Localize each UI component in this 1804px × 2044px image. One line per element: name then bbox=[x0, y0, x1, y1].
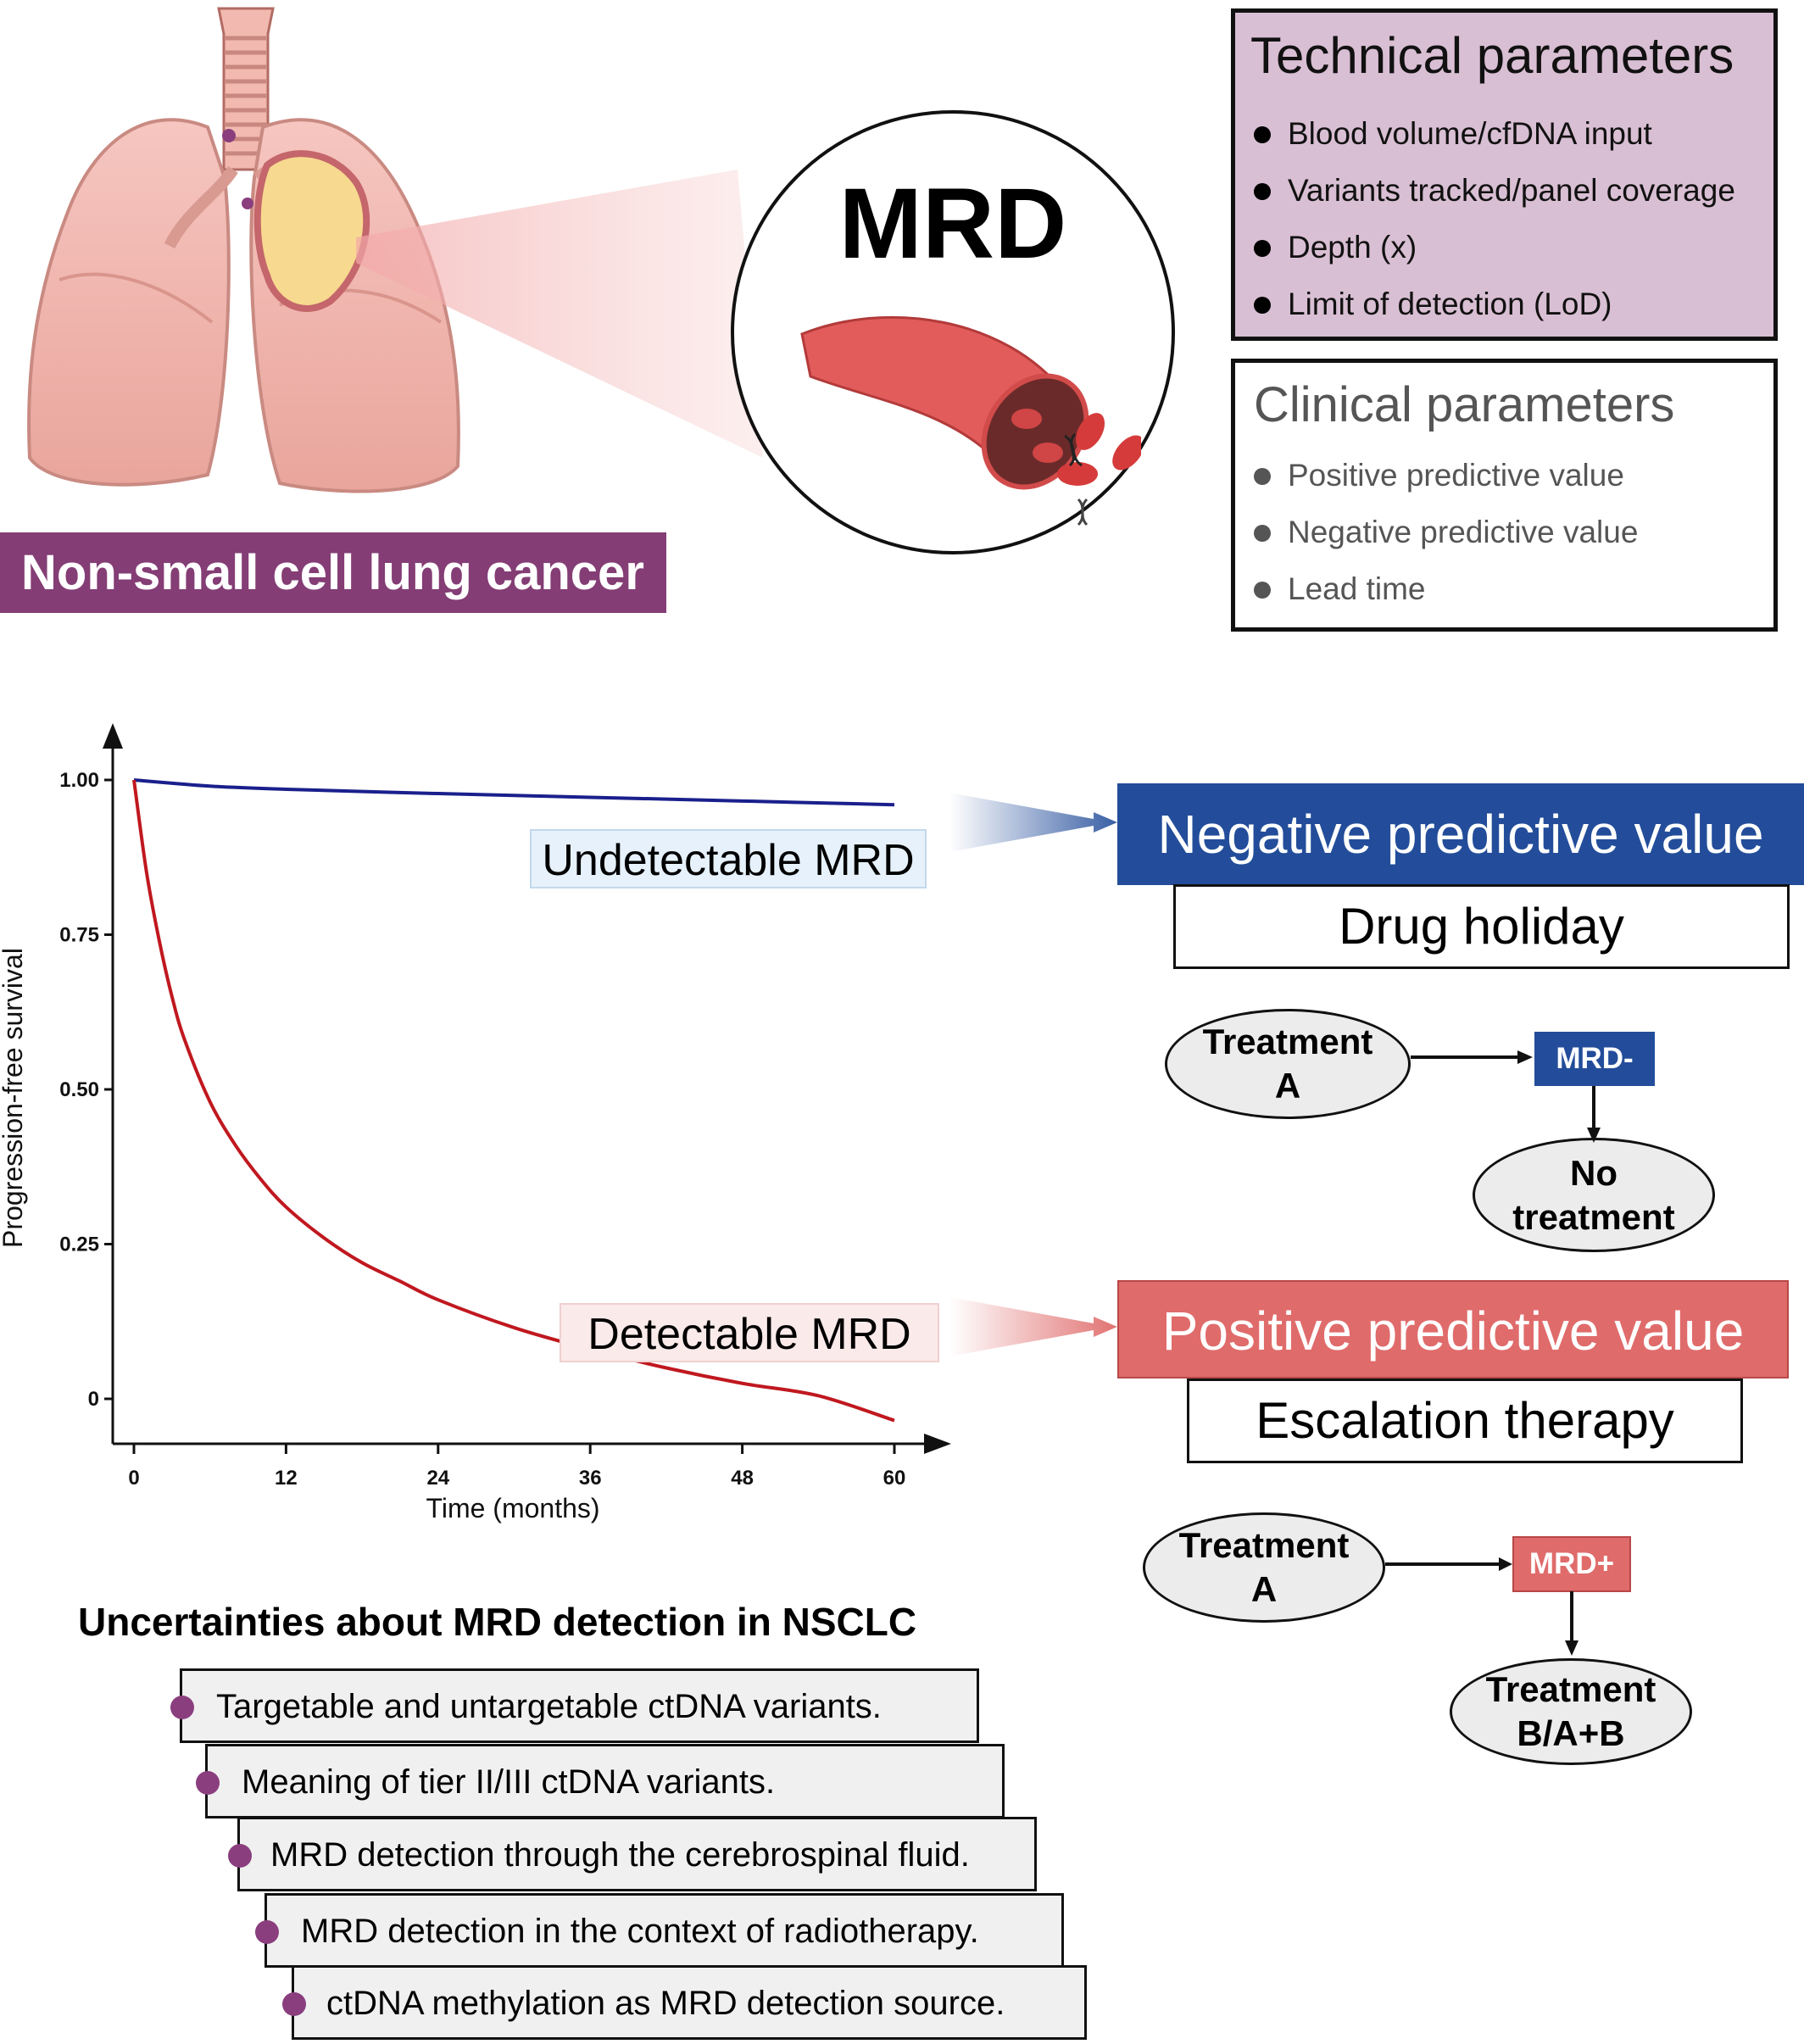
uncertainties-title: Uncertainties about MRD detection in NSC… bbox=[78, 1600, 917, 1644]
y-tick-label: 0.50 bbox=[59, 1078, 99, 1101]
detectable-mrd-curve bbox=[132, 779, 895, 1423]
x-tick-label: 48 bbox=[731, 1467, 754, 1490]
uncertainty-item: Targetable and untargetable ctDNA varian… bbox=[170, 1668, 979, 1743]
clinical-parameter-item: Positive predictive value bbox=[1254, 454, 1638, 511]
ppv-arrow bbox=[949, 1297, 1117, 1356]
y-tick-label: 1.00 bbox=[59, 769, 99, 792]
bullet-dot bbox=[255, 1920, 279, 1944]
clinical-parameter-item: Lead time bbox=[1254, 568, 1638, 625]
technical-parameter-item: Blood volume/cfDNA input bbox=[1254, 113, 1735, 170]
cancer-type-label: Non-small cell lung cancer bbox=[0, 532, 666, 613]
uncertainty-item: ctDNA methylation as MRD detection sourc… bbox=[282, 1965, 1087, 2040]
npv-arrow bbox=[949, 793, 1117, 852]
x-tick-label: 12 bbox=[275, 1467, 298, 1490]
mrd-circle-title: MRD bbox=[838, 168, 1067, 280]
x-axis-title: Time (months) bbox=[426, 1493, 599, 1523]
x-tick-label: 60 bbox=[883, 1467, 906, 1490]
left-lung-shape bbox=[27, 118, 231, 487]
y-axis-title: Progression-free survival bbox=[0, 948, 28, 1248]
x-axis-arrowhead bbox=[924, 1434, 951, 1454]
ppv-flow-arrows bbox=[1385, 1557, 1578, 1656]
uncertainty-item: Meaning of tier II/III ctDNA variants. bbox=[196, 1744, 1005, 1818]
x-tick-label: 0 bbox=[128, 1467, 139, 1490]
y-tick-label: 0.25 bbox=[59, 1234, 99, 1256]
clinical-parameters-title: Clinical parameters bbox=[1254, 377, 1675, 432]
lung-illustration bbox=[27, 7, 460, 493]
drug-holiday-box: Drug holiday bbox=[1173, 884, 1790, 969]
technical-parameters-title: Technical parameters bbox=[1250, 27, 1734, 84]
bullet-dot bbox=[170, 1696, 194, 1719]
zoom-cone bbox=[356, 170, 763, 458]
negative-predictive-value-header: Negative predictive value bbox=[1117, 783, 1804, 885]
uncertainty-item: MRD detection through the cerebrospinal … bbox=[228, 1817, 1037, 1891]
clinical-parameter-item: Negative predictive value bbox=[1254, 511, 1638, 568]
y-axis-arrowhead bbox=[103, 723, 123, 749]
clinical-parameters-list: Positive predictive value Negative predi… bbox=[1254, 454, 1638, 625]
detectable-mrd-series-label: Detectable MRD bbox=[560, 1303, 939, 1362]
y-tick-label: 0.75 bbox=[59, 924, 99, 947]
chart-series bbox=[132, 778, 895, 1423]
undetectable-mrd-series-label: Undetectable MRD bbox=[530, 829, 927, 888]
tumor-shape bbox=[253, 150, 370, 312]
mrd-negative-tag: MRD- bbox=[1534, 1032, 1655, 1086]
bullet-dot bbox=[228, 1844, 252, 1868]
technical-parameter-item: Depth (x) bbox=[1254, 226, 1735, 283]
bullet-dot bbox=[282, 1992, 306, 2016]
y-tick-label: 0 bbox=[88, 1388, 99, 1411]
technical-parameters-box: Technical parameters Blood volume/cfDNA … bbox=[1231, 8, 1778, 341]
survival-chart: 0 0.25 0.50 0.75 1.00 0 12 24 36 48 60 Time (month… bbox=[0, 723, 951, 1523]
x-tick-label: 36 bbox=[579, 1467, 602, 1490]
x-tick-label: 24 bbox=[426, 1467, 449, 1490]
mrd-positive-tag: MRD+ bbox=[1512, 1536, 1631, 1592]
npv-flow-arrows bbox=[1411, 1050, 1601, 1143]
clinical-parameters-box: Clinical parameters Positive predictive … bbox=[1231, 359, 1778, 632]
positive-predictive-value-header: Positive predictive value bbox=[1117, 1280, 1789, 1378]
bullet-dot bbox=[196, 1771, 220, 1795]
technical-parameter-item: Variants tracked/panel coverage bbox=[1254, 170, 1735, 226]
blood-vessel-icon bbox=[800, 315, 1141, 526]
undetectable-mrd-curve bbox=[133, 778, 895, 807]
chart-ticks: 0 0.25 0.50 0.75 1.00 0 12 24 36 48 60 bbox=[59, 769, 905, 1490]
technical-parameters-list: Blood volume/cfDNA input Variants tracke… bbox=[1254, 113, 1735, 340]
uncertainty-item: MRD detection in the context of radiothe… bbox=[255, 1893, 1064, 1968]
mrd-circle: MRD bbox=[731, 110, 1175, 554]
escalation-therapy-box: Escalation therapy bbox=[1187, 1378, 1743, 1463]
technical-parameter-item: Limit of detection (LoD) bbox=[1254, 283, 1735, 340]
